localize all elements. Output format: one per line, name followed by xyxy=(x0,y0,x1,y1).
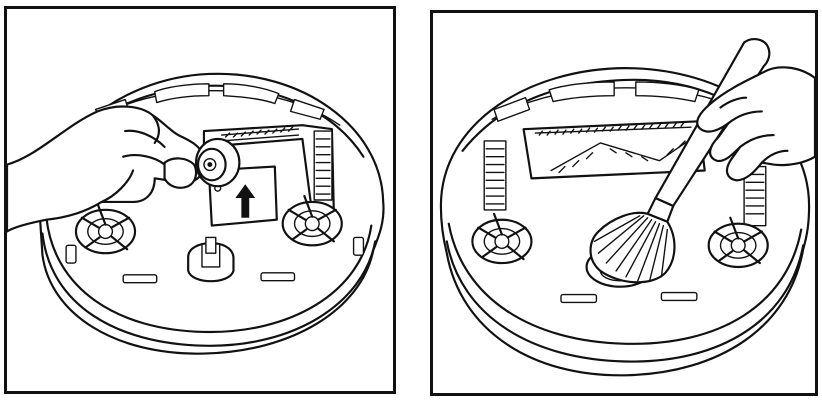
up-arrow-icon xyxy=(235,184,256,218)
underside-slots xyxy=(65,236,365,284)
bumper-vents xyxy=(94,83,325,121)
side-brush-right xyxy=(707,216,769,269)
underside-slots xyxy=(560,291,698,304)
front-caster-wheel xyxy=(187,236,235,283)
side-brush-right xyxy=(281,194,343,247)
left-illustration xyxy=(7,72,385,355)
side-brush-left xyxy=(74,202,137,255)
main-brush-compartment xyxy=(483,120,767,227)
hand-holding-brush xyxy=(696,66,815,182)
step-panel-brush xyxy=(430,10,818,396)
right-illustration xyxy=(439,38,815,377)
step-panel-remove xyxy=(4,6,396,394)
removed-wheel-icon xyxy=(194,137,241,188)
side-brush-left xyxy=(471,212,533,265)
